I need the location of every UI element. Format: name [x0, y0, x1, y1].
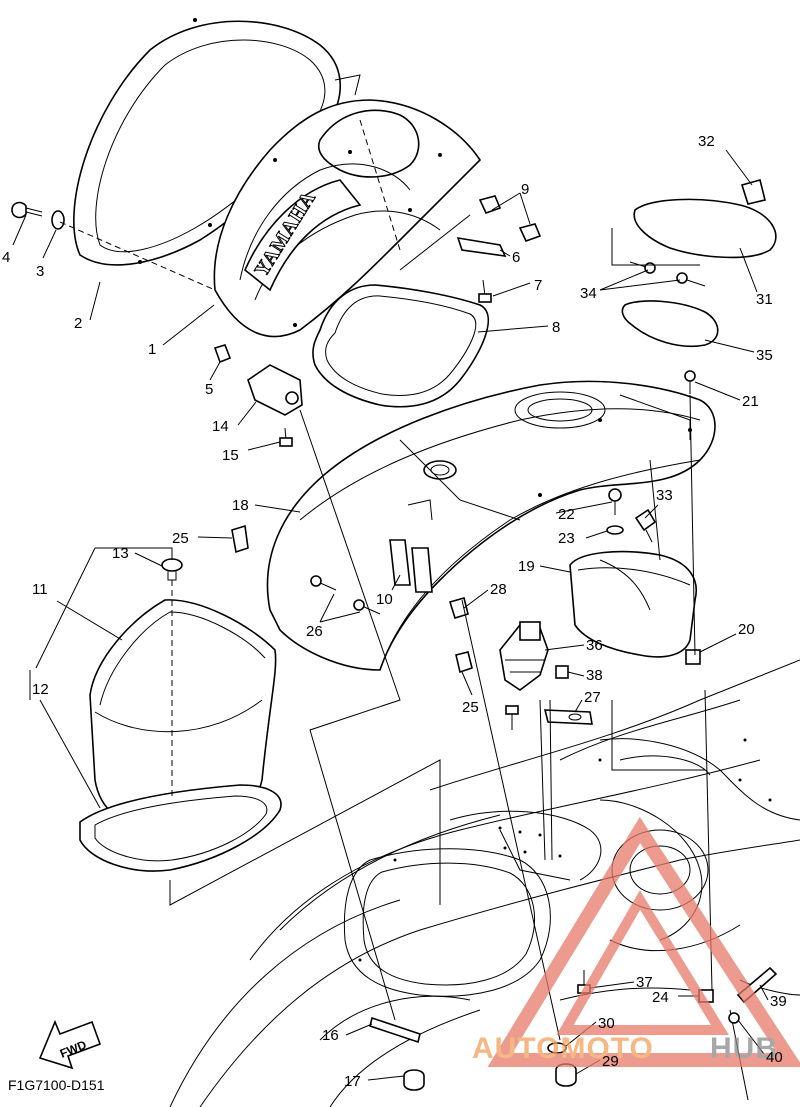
callout-35: 35: [756, 347, 773, 364]
callout-29: 29: [602, 1053, 619, 1070]
callout-31: 31: [756, 291, 773, 308]
callout-6: 6: [512, 249, 520, 266]
callout-15: 15: [222, 447, 239, 464]
diagram-code: F1G7100-D151: [8, 1077, 105, 1093]
callout-5: 5: [205, 381, 213, 398]
callout-40: 40: [766, 1049, 783, 1066]
latch-part-36: [499, 621, 549, 691]
forward-arrow: FWD: [38, 1019, 102, 1070]
callout-17: 17: [344, 1073, 361, 1090]
callout-11: 11: [32, 581, 48, 598]
callout-14: 14: [212, 418, 229, 435]
callout-4: 4: [2, 249, 10, 266]
callout-18: 18: [232, 497, 249, 514]
bracket-part-14: [247, 364, 303, 416]
callout-labels: 1 2 3 4 5 6 7 8 9 10 11 12 13 14 15 16 1…: [2, 133, 787, 1090]
callout-24: 24: [652, 989, 669, 1006]
callout-36: 36: [586, 637, 603, 654]
watermark-text-primary: AUTOMOTO: [472, 1032, 654, 1065]
callout-39: 39: [770, 993, 787, 1010]
deck-cover-part-18: [266, 380, 716, 671]
lid-part-31: [633, 198, 777, 259]
watermark: AUTOMOTO HUB: [472, 816, 800, 1067]
pad-part-35: [621, 300, 719, 348]
callout-19: 19: [518, 558, 535, 575]
hardware: [11, 179, 778, 1101]
watermark-text-secondary: HUB: [710, 1032, 778, 1065]
callout-10: 10: [376, 591, 393, 608]
callout-3: 3: [36, 263, 44, 280]
callout-26: 26: [306, 623, 323, 640]
callout-27: 27: [584, 689, 601, 706]
windshield-part-2: [73, 18, 341, 266]
callout-23: 23: [558, 530, 575, 547]
callout-22: 22: [558, 506, 575, 523]
bin-gasket-part-12: [79, 784, 282, 872]
callout-16: 16: [322, 1027, 339, 1044]
callout-2: 2: [74, 315, 82, 332]
callout-1: 1: [148, 341, 156, 358]
callout-28: 28: [490, 581, 507, 598]
callout-25a: 25: [172, 530, 189, 547]
callout-32: 32: [698, 133, 715, 150]
callout-30: 30: [598, 1015, 615, 1032]
gasket-part-8: [312, 284, 490, 408]
callout-8: 8: [552, 319, 560, 336]
callout-21: 21: [742, 393, 759, 410]
callout-33: 33: [656, 487, 673, 504]
callout-20: 20: [738, 621, 755, 638]
front-cowling-part-1: YAMAHA: [213, 74, 482, 338]
callout-12: 12: [32, 681, 49, 698]
callout-38: 38: [586, 667, 603, 684]
callout-13: 13: [112, 545, 129, 562]
hull-deck: [169, 659, 800, 1107]
callout-34: 34: [580, 285, 597, 302]
callout-9: 9: [521, 181, 529, 198]
callout-37: 37: [636, 974, 653, 991]
callout-25b: 25: [462, 699, 479, 716]
tray-part-19: [569, 550, 697, 658]
callout-7: 7: [534, 277, 542, 294]
